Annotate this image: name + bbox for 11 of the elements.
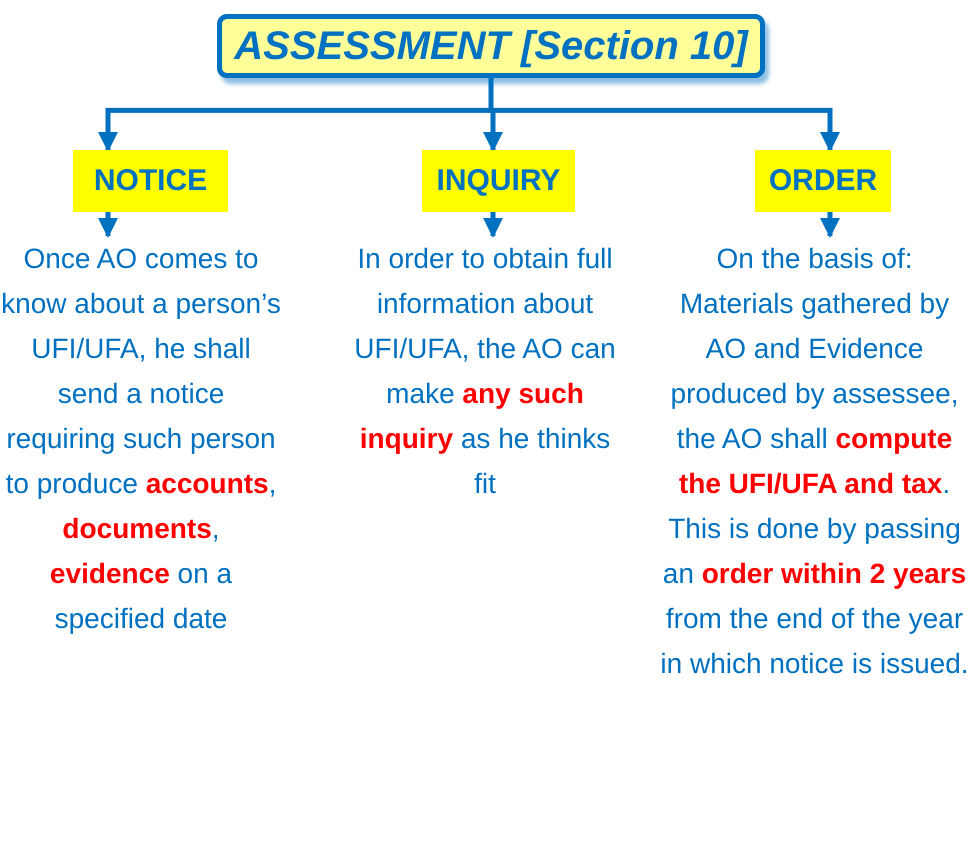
description-text: On the basis of:	[715, 242, 914, 276]
arrow	[98, 212, 118, 238]
heading-box: INQUIRY	[422, 150, 575, 212]
arrow	[483, 212, 503, 238]
description-text: Once AO comes to know about a person’s UFI/UFA, he shall send a notice requiring such person to produce accounts, documents, evidence on a specified date	[0, 242, 282, 636]
arrow	[820, 212, 840, 238]
description-text: In order to obtain full information about UFI/UFA, the AO can make any such inquiry as he thinks fit	[353, 242, 617, 501]
title-box: ASSESSMENT [Section 10]	[217, 14, 765, 78]
heading-box: ORDER	[755, 150, 891, 212]
heading-box: NOTICE	[73, 150, 228, 212]
description-text: the AO shall compute the UFI/UFA and tax. This is done by passing an order within 2 years from the end of the year in which notice is issued.	[660, 422, 969, 681]
